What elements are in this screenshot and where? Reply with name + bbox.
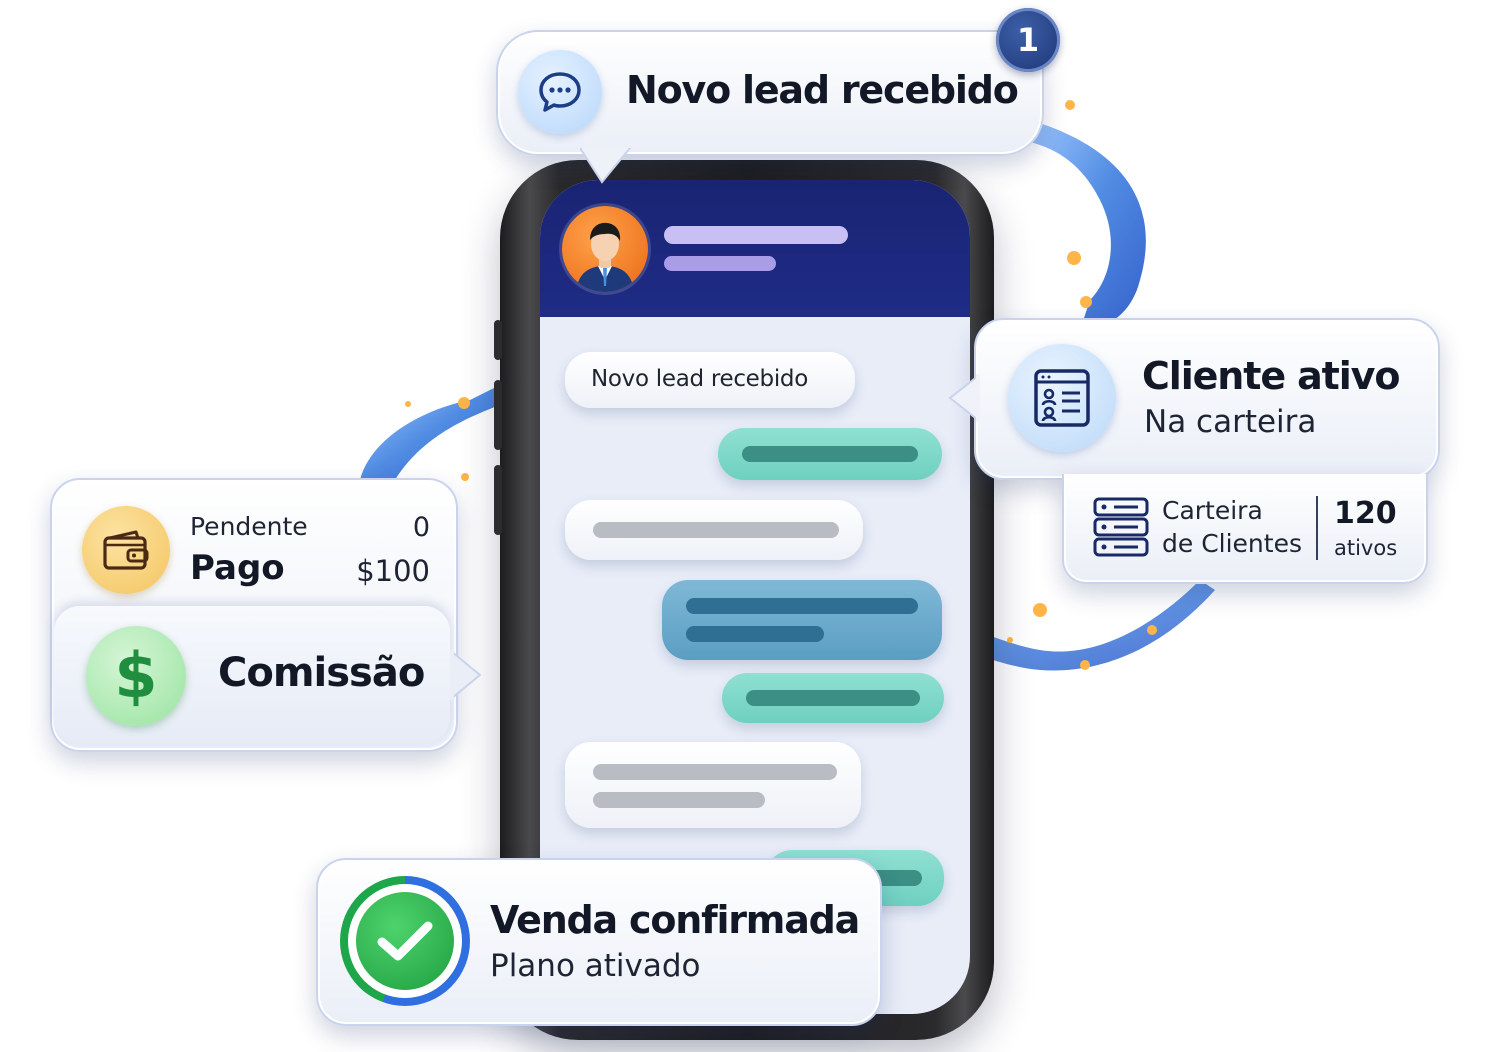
chat-first-message-text: Novo lead recebido: [591, 366, 808, 392]
sale-confirmed-title: Venda confirmada: [490, 898, 860, 942]
contact-status-placeholder: [664, 256, 776, 271]
portfolio-divider: [1316, 496, 1318, 560]
notification-badge: 1: [996, 8, 1060, 72]
chat-header: [540, 180, 970, 317]
message-text-placeholder: [686, 598, 918, 614]
portfolio-label-line2: de Clientes: [1162, 529, 1302, 558]
sale-confirmed-subtitle: Plano ativado: [490, 948, 701, 984]
pending-value: 0: [412, 512, 430, 543]
contact-avatar[interactable]: [562, 206, 648, 292]
chat-message-incoming[interactable]: [565, 742, 861, 828]
paid-value: $100: [356, 554, 430, 588]
chat-message-outgoing[interactable]: [662, 580, 942, 660]
message-text-placeholder: [593, 792, 765, 808]
active-client-subtitle: Na carteira: [1144, 404, 1317, 440]
progress-ring: [340, 876, 470, 1006]
dollar-icon: $: [86, 626, 186, 726]
chat-message-outgoing[interactable]: [722, 673, 944, 723]
businessman-avatar-icon: [576, 222, 634, 292]
check-icon: [356, 892, 454, 990]
message-text-placeholder: [742, 446, 918, 462]
portfolio-count: 120: [1334, 496, 1397, 531]
sale-confirmed-card[interactable]: Venda confirmada Plano ativado: [316, 858, 882, 1026]
phone-volume-down-button: [494, 465, 502, 535]
contact-name-placeholder: [664, 226, 848, 244]
message-text-placeholder: [593, 764, 837, 780]
commission-panel[interactable]: $ Comissão: [54, 606, 450, 744]
client-file-icon: [1008, 344, 1116, 452]
phone-side-button: [494, 320, 502, 360]
payment-status-card[interactable]: Pendente 0 Pago $100 $ Comissão: [50, 478, 458, 752]
commission-title: Comissão: [218, 650, 425, 696]
chat-message-outgoing[interactable]: [718, 428, 942, 480]
chat-bubble-icon: [518, 50, 602, 134]
portfolio-label-line1: Carteira: [1162, 496, 1263, 525]
wallet-icon: [82, 506, 170, 594]
client-portfolio-card[interactable]: Carteira de Clientes 120 ativos: [1062, 474, 1428, 584]
chat-message-incoming[interactable]: [565, 500, 863, 560]
pending-label: Pendente: [190, 512, 308, 541]
paid-label: Pago: [190, 548, 285, 588]
database-icon: [1092, 496, 1150, 562]
portfolio-count-label: ativos: [1334, 536, 1398, 560]
active-client-pointer: [948, 374, 980, 422]
new-lead-notification[interactable]: Novo lead recebido: [496, 30, 1044, 156]
notification-pointer: [580, 148, 632, 184]
message-text-placeholder: [746, 690, 920, 706]
notification-badge-count: 1: [1016, 21, 1040, 59]
active-client-title: Cliente ativo: [1142, 354, 1400, 398]
message-text-placeholder: [686, 626, 824, 642]
active-client-card[interactable]: Cliente ativo Na carteira: [974, 318, 1440, 480]
chat-message-incoming[interactable]: Novo lead recebido: [565, 352, 855, 408]
phone-volume-up-button: [494, 380, 502, 450]
notification-title: Novo lead recebido: [626, 68, 1019, 112]
commission-pointer: [450, 650, 482, 700]
message-text-placeholder: [593, 522, 839, 538]
